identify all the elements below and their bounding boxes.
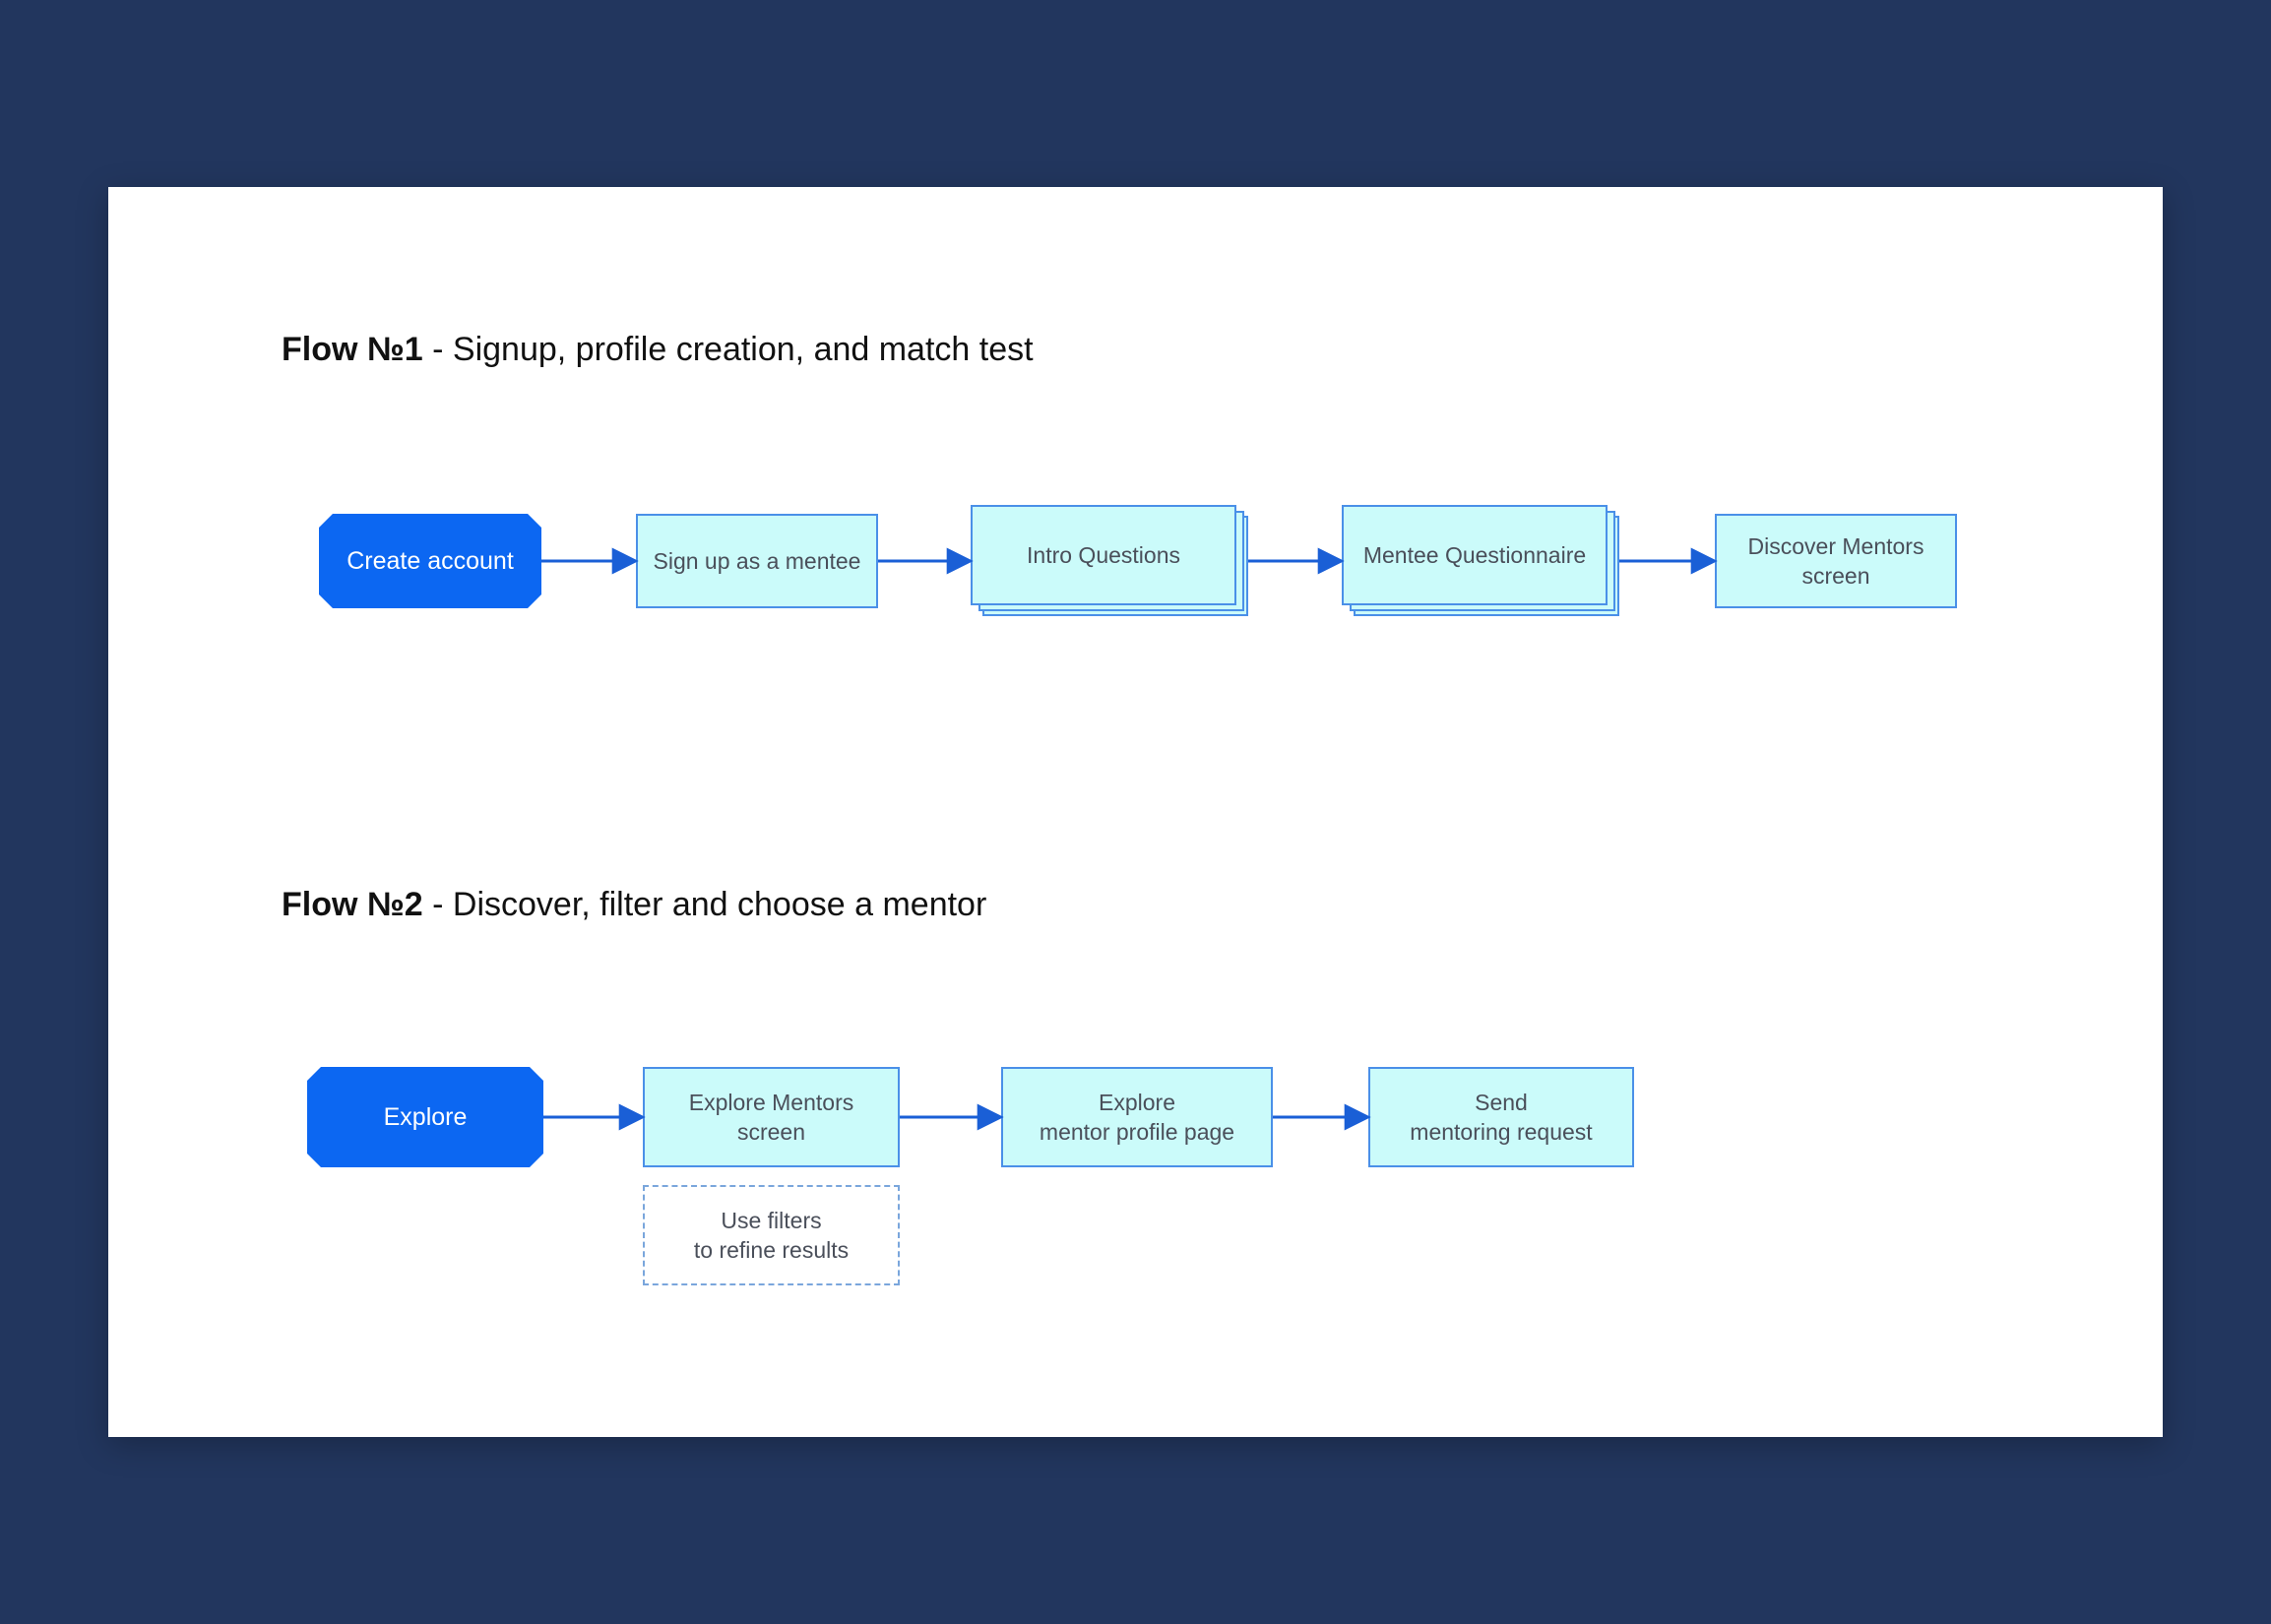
diagram-card: Flow №1 - Signup, profile creation, and …	[108, 187, 2163, 1437]
connector-arrows	[541, 547, 1718, 1131]
flow1-title-description: - Signup, profile creation, and match te…	[422, 331, 1034, 368]
flow2-title-label: Flow №2	[282, 886, 423, 923]
sign-up-mentee-node[interactable]: Sign up as a mentee	[636, 514, 878, 608]
flow2-title: Flow №2 - Discover, filter and choose a …	[282, 886, 986, 924]
mentee-questionnaire-node[interactable]: Mentee Questionnaire	[1342, 505, 1608, 605]
explore-node[interactable]: Explore	[307, 1067, 543, 1167]
explore-profile-node[interactable]: Explore mentor profile page	[1001, 1067, 1273, 1167]
flow1-title: Flow №1 - Signup, profile creation, and …	[282, 331, 1034, 369]
explore-mentors-node[interactable]: Explore Mentors screen	[643, 1067, 900, 1167]
create-account-node[interactable]: Create account	[319, 514, 541, 608]
intro-questions-node[interactable]: Intro Questions	[971, 505, 1236, 605]
use-filters-node[interactable]: Use filters to refine results	[643, 1185, 900, 1285]
flow1-title-label: Flow №1	[282, 331, 423, 368]
discover-mentors-node[interactable]: Discover Mentors screen	[1715, 514, 1957, 608]
flow2-title-description: - Discover, filter and choose a mentor	[422, 886, 987, 923]
send-request-node[interactable]: Send mentoring request	[1368, 1067, 1634, 1167]
